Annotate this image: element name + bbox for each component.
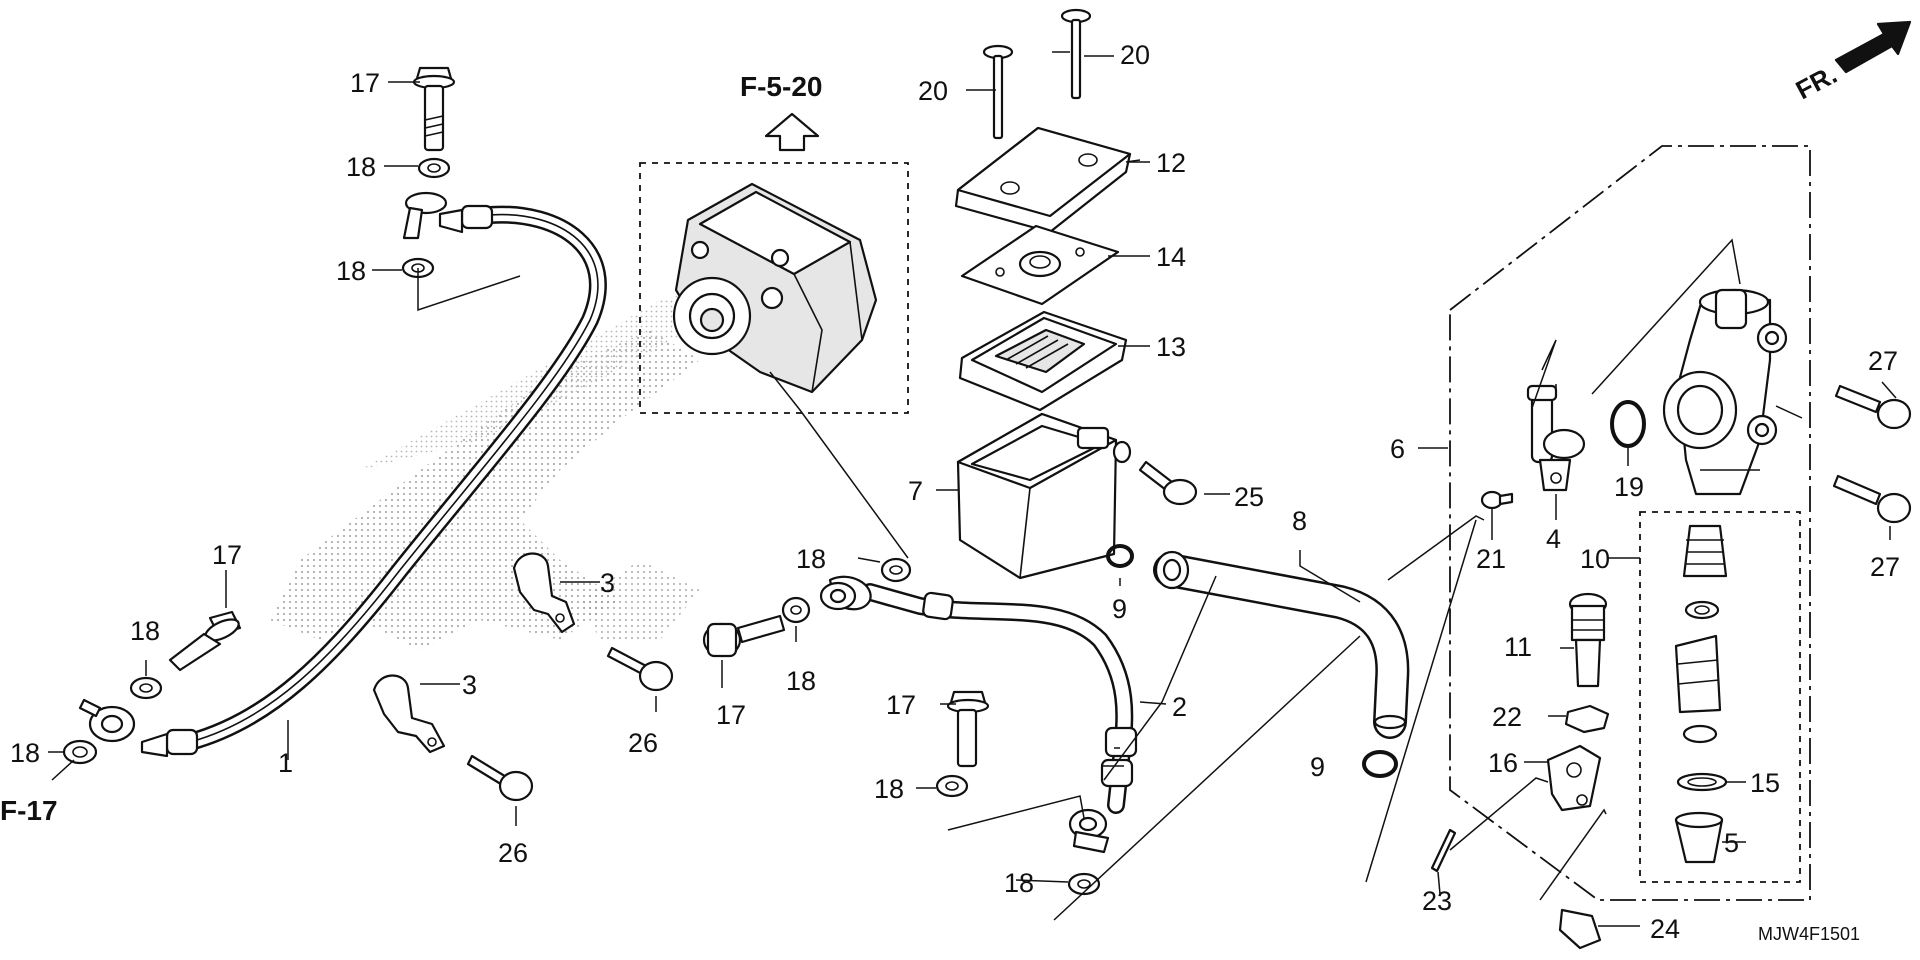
- callout-5: 5: [1724, 828, 1739, 858]
- diaphragm-plate: [960, 224, 1120, 306]
- direction-label: FR.: [1791, 59, 1842, 105]
- front-direction-arrow: FR.: [1791, 20, 1912, 105]
- hose-clamp-lower: [372, 674, 446, 754]
- callout-23: 23: [1422, 886, 1452, 916]
- brake-hose-1: [78, 191, 607, 758]
- callout-1: 1: [278, 748, 293, 778]
- callout-17d: 17: [886, 690, 916, 720]
- callout-20a: 20: [918, 76, 948, 106]
- abs-modulator: [639, 162, 909, 414]
- callout-15: 15: [1750, 768, 1780, 798]
- master-cylinder-group-outline: [1449, 145, 1811, 901]
- callout-6: 6: [1390, 434, 1405, 464]
- brake-hose-2: [819, 575, 1138, 854]
- hose-clamp-upper: [512, 552, 576, 634]
- callout-18g: 18: [874, 774, 904, 804]
- o-ring: [1610, 400, 1646, 448]
- sealing-washers: [62, 157, 1101, 896]
- clip-24: [1558, 908, 1602, 950]
- callout-25: 25: [1234, 482, 1264, 512]
- callout-17a: 17: [350, 68, 380, 98]
- bolt-17-top: [412, 66, 456, 152]
- reservoir-body: [956, 412, 1132, 580]
- callout-27a: 27: [1868, 346, 1898, 376]
- callout-18b: 18: [336, 256, 366, 286]
- callout-12: 12: [1156, 148, 1186, 178]
- ref-label-top: F-5-20: [740, 71, 822, 102]
- callout-13: 13: [1156, 332, 1186, 362]
- screw-21: [1480, 490, 1514, 510]
- drawing-code: MJW4F1501: [1758, 924, 1860, 944]
- callout-17c: 17: [716, 700, 746, 730]
- part-callouts: 1 2 3 3 4 5 6 7 8 9 9 10 11 12 13 14 15 …: [10, 40, 1900, 944]
- callout-17b: 17: [212, 540, 242, 570]
- master-cylinder: [1662, 288, 1788, 496]
- clevis: [1546, 744, 1602, 812]
- bolts-27: [1832, 384, 1912, 524]
- callout-9b: 9: [1310, 752, 1325, 782]
- callout-7: 7: [908, 476, 923, 506]
- callout-18f: 18: [786, 666, 816, 696]
- callout-3a: 3: [600, 568, 615, 598]
- arrow-up-ref: [764, 112, 820, 152]
- dotted-watermark: [270, 290, 700, 650]
- diaphragm: [958, 310, 1128, 412]
- callout-11: 11: [1504, 632, 1532, 662]
- reservoir-cap: [954, 126, 1132, 234]
- callout-16: 16: [1488, 748, 1518, 778]
- callout-9a: 9: [1112, 594, 1127, 624]
- pin-23: [1430, 828, 1457, 873]
- callout-18e: 18: [796, 544, 826, 574]
- piston-kit: [1639, 511, 1801, 883]
- callout-18h: 18: [1004, 868, 1034, 898]
- leader-lines: [48, 51, 1897, 927]
- callout-27b: 27: [1870, 552, 1900, 582]
- screw-25: [1138, 460, 1198, 506]
- callout-19: 19: [1614, 472, 1644, 502]
- callout-10: 10: [1580, 544, 1610, 574]
- hose-clips-9: [1106, 544, 1398, 778]
- bolt-17-lower: [946, 690, 990, 768]
- bolts-26: [466, 646, 674, 802]
- callout-22: 22: [1492, 702, 1522, 732]
- reservoir-hose-8: [1153, 550, 1410, 739]
- callout-26a: 26: [628, 728, 658, 758]
- ref-label-left: F-17: [0, 795, 58, 826]
- callout-4: 4: [1546, 524, 1561, 554]
- callout-14: 14: [1156, 242, 1186, 272]
- screws-20: [982, 8, 1092, 140]
- push-rod: [1568, 592, 1608, 688]
- hose-joint: [1526, 384, 1586, 492]
- bolt-17-left: [168, 610, 242, 672]
- callout-8: 8: [1292, 506, 1307, 536]
- callout-3b: 3: [462, 670, 477, 700]
- callout-24: 24: [1650, 914, 1680, 944]
- bolt-17-center: [702, 614, 786, 658]
- callout-18a: 18: [346, 152, 376, 182]
- nut-22: [1564, 704, 1610, 734]
- callout-18c: 18: [130, 616, 160, 646]
- callout-21: 21: [1476, 544, 1506, 574]
- callout-26b: 26: [498, 838, 528, 868]
- callout-18d: 18: [10, 738, 40, 768]
- callout-2: 2: [1172, 692, 1187, 722]
- callout-20b: 20: [1120, 40, 1150, 70]
